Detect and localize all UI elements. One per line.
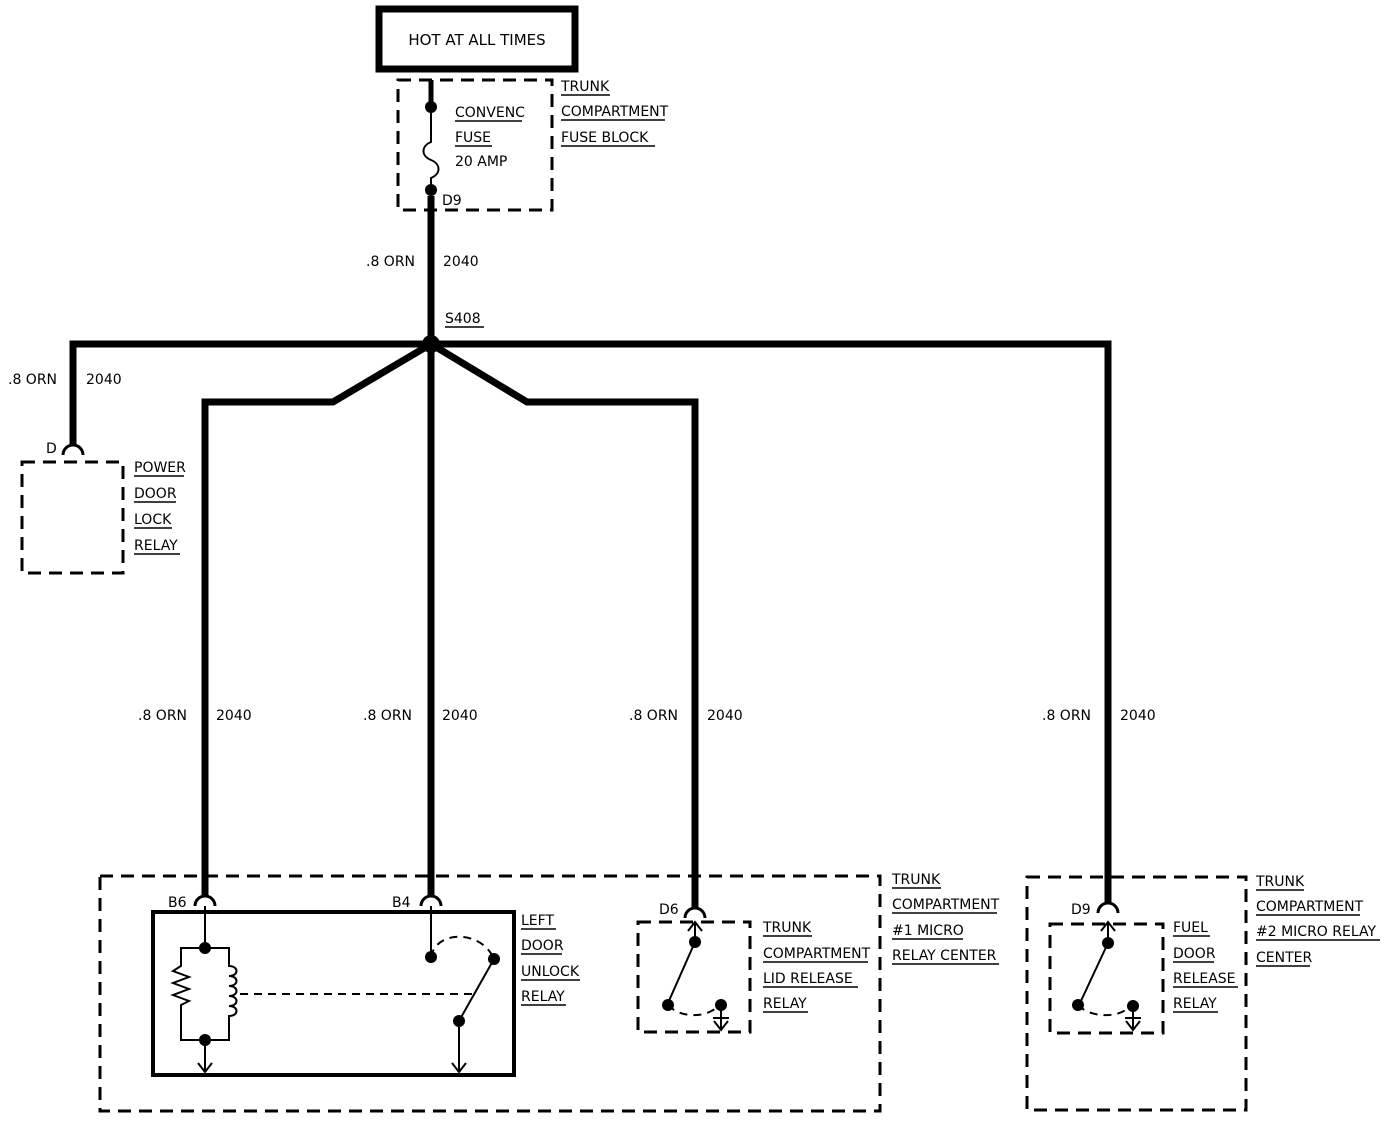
wire-label-size-d6: .8 ORN: [629, 708, 678, 724]
relay-center-1-line-3: #1 MICRO: [892, 923, 964, 939]
fuse-block-title-line-2: COMPARTMENT: [561, 104, 669, 120]
left-door-label-line-3: UNLOCK: [521, 964, 580, 980]
wire-label-circuit-d6: 2040: [707, 708, 743, 724]
wire-branch-fuel-door: [431, 340, 1112, 902]
left-door-connector-b4: B4: [392, 895, 411, 911]
wire-label-size-pdl: .8 ORN: [8, 372, 57, 388]
power-door-lock-relay: D POWER DOOR LOCK RELAY: [20, 441, 186, 575]
hot-at-all-times-label: HOT AT ALL TIMES: [408, 31, 545, 49]
trunk-fuse-block: D9 CONVENC FUSE 20 AMP TRUNK COMPARTMENT…: [396, 78, 669, 212]
left-door-label-line-1: LEFT: [521, 913, 554, 929]
pdl-label-line-3: LOCK: [134, 512, 172, 528]
fuel-door-connector: D9: [1071, 902, 1091, 918]
trunk-lid-release-relay: D6 TRUNK COMPARTMENT LID RELEASE RELAY: [636, 902, 871, 1034]
relay-center-2-line-2: COMPARTMENT: [1256, 899, 1364, 915]
fuse-terminal-label: D9: [442, 193, 462, 209]
wire-label-size-b6: .8 ORN: [138, 708, 187, 724]
left-door-connector-b6: B6: [168, 895, 187, 911]
fuse-symbol: [422, 113, 440, 186]
wire-label-circuit-top: 2040: [443, 254, 479, 270]
relay-center-1: TRUNK COMPARTMENT #1 MICRO RELAY CENTER: [98, 872, 1000, 1113]
hot-at-all-times-box: HOT AT ALL TIMES: [375, 5, 579, 73]
fuel-door-release-relay: D9 FUEL DOOR RELEASE RELAY: [1048, 901, 1238, 1035]
fuse-block-title-line-3: FUSE BLOCK: [561, 130, 649, 146]
pdl-connector-label: D: [46, 441, 57, 457]
fuel-door-label-line-2: DOOR: [1173, 946, 1216, 962]
trunk-lid-connector: D6: [659, 902, 679, 918]
fuel-door-label-line-3: RELEASE: [1173, 971, 1236, 987]
left-door-unlock-relay: B6 B4 LEFT DOOR UNLOCK RELAY: [151, 894, 580, 1077]
wire-label-circuit-b4: 2040: [442, 708, 478, 724]
relay-center-1-line-4: RELAY CENTER: [892, 948, 997, 964]
left-door-label-line-4: RELAY: [521, 989, 565, 1005]
wire-label-size-b4: .8 ORN: [363, 708, 412, 724]
fuse-label-line-3: 20 AMP: [455, 154, 507, 170]
left-door-label-line-2: DOOR: [521, 938, 564, 954]
wire-label-size-d9: .8 ORN: [1042, 708, 1091, 724]
trunk-lid-label-line-2: COMPARTMENT: [763, 946, 871, 962]
fuel-door-label-line-1: FUEL: [1173, 920, 1208, 936]
relay-center-1-line-1: TRUNK: [891, 872, 941, 888]
wire-branch-power-door-lock: [69, 340, 431, 444]
trunk-lid-label-line-4: RELAY: [763, 996, 807, 1012]
trunk-lid-label-line-1: TRUNK: [762, 920, 812, 936]
splice-label: S408: [445, 311, 481, 327]
wire-branch-trunk-lid: [429, 341, 699, 908]
wire-label-size-top: .8 ORN: [366, 254, 415, 270]
relay-center-2-line-1: TRUNK: [1255, 874, 1305, 890]
relay-center-2: TRUNK COMPARTMENT #2 MICRO RELAY CENTER: [1025, 874, 1380, 1112]
fuse-label-line-1: CONVENC: [455, 105, 525, 121]
relay-center-1-line-2: COMPARTMENT: [892, 897, 1000, 913]
wire-label-circuit-b6: 2040: [216, 708, 252, 724]
pdl-label-line-1: POWER: [134, 460, 186, 476]
fuel-door-label-line-4: RELAY: [1173, 996, 1217, 1012]
wire-label-circuit-pdl: 2040: [86, 372, 122, 388]
relay-center-2-line-4: CENTER: [1256, 950, 1312, 966]
wire-label-circuit-d9: 2040: [1120, 708, 1156, 724]
pdl-label-line-2: DOOR: [134, 486, 177, 502]
relay-center-2-line-3: #2 MICRO RELAY: [1256, 924, 1376, 940]
pdl-label-line-4: RELAY: [134, 538, 178, 554]
fuse-label-line-2: FUSE: [455, 130, 491, 146]
wire-branch-left-door-b6: [201, 340, 433, 896]
trunk-lid-label-line-3: LID RELEASE: [763, 971, 853, 987]
fuse-block-title-line-1: TRUNK: [560, 79, 610, 95]
